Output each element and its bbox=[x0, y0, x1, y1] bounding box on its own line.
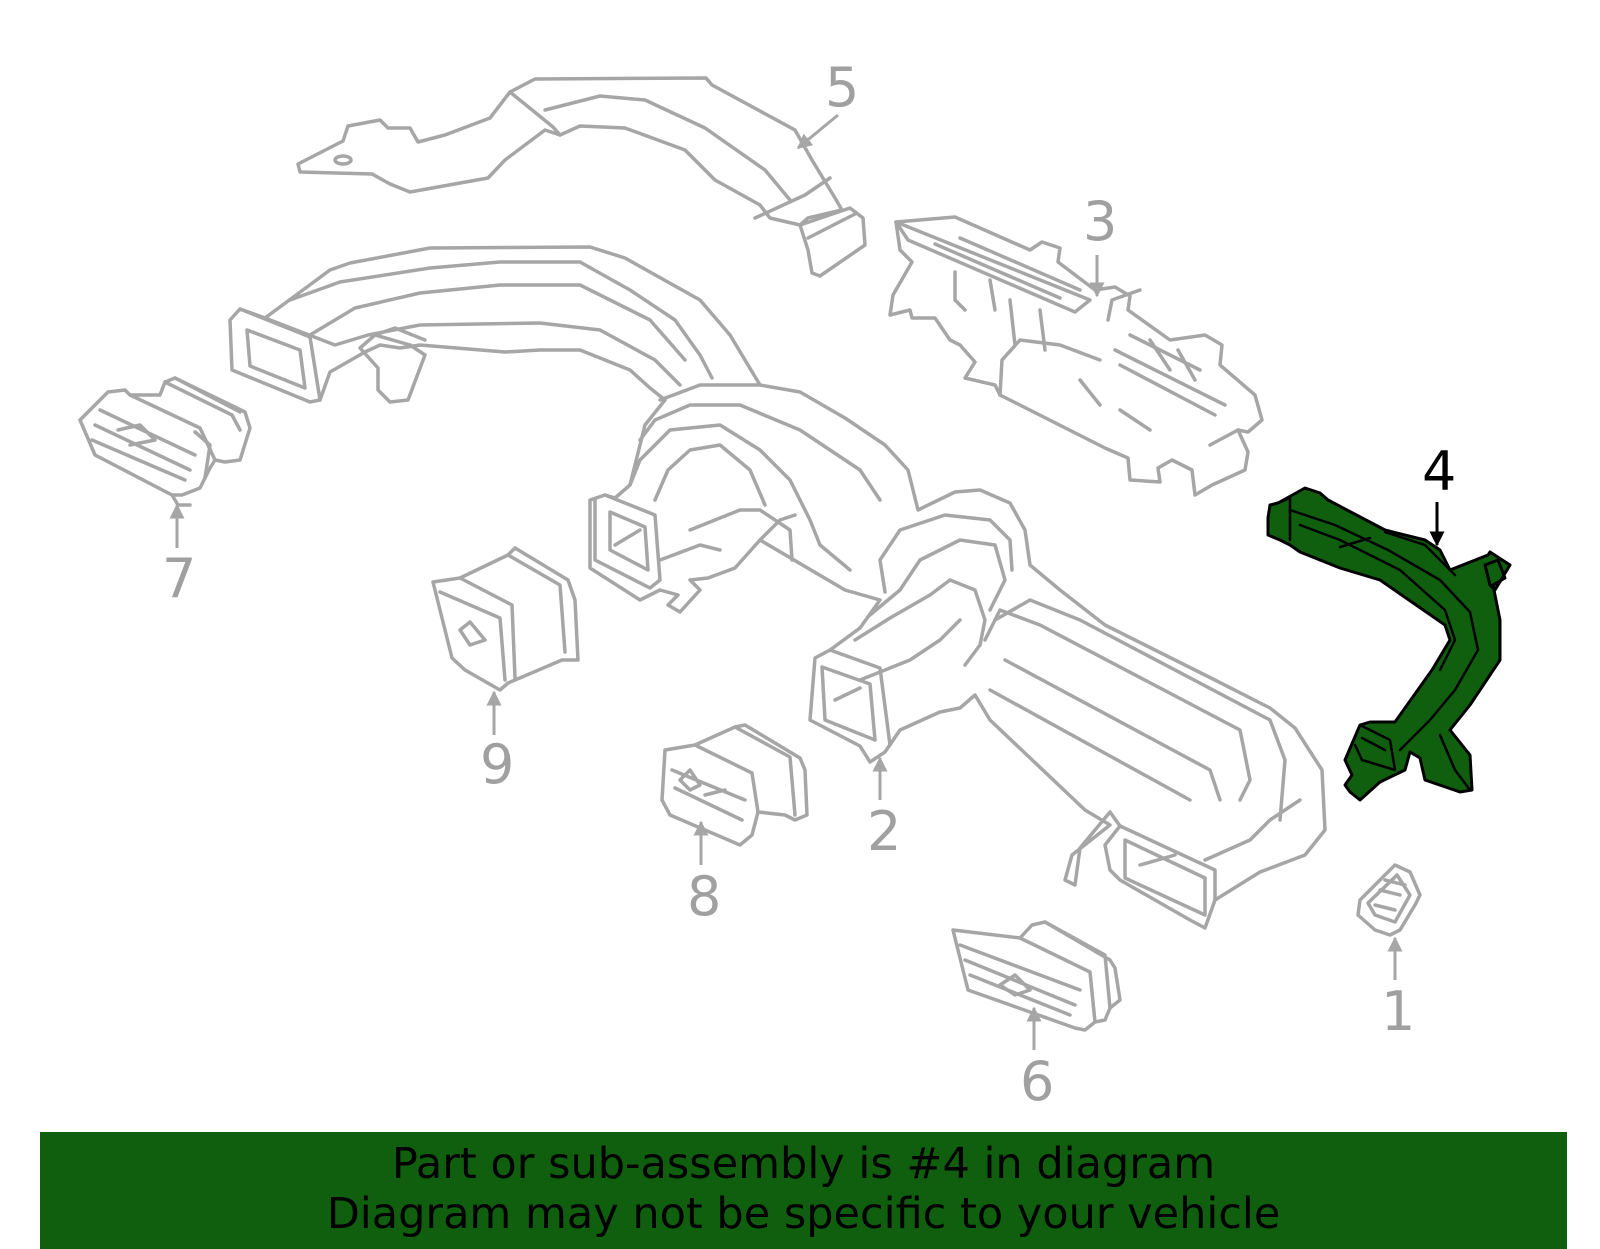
banner-line-disclaimer: Diagram may not be specific to your vehi… bbox=[326, 1189, 1281, 1239]
part-9-small-vent bbox=[431, 546, 580, 692]
part-2-main-duct bbox=[228, 245, 1327, 930]
leader-5 bbox=[796, 113, 839, 150]
callout-8: 8 bbox=[687, 865, 721, 928]
info-banner: Part or sub-assembly is #4 in diagram Di… bbox=[40, 1132, 1567, 1249]
callout-5: 5 bbox=[825, 56, 859, 119]
callout-3: 3 bbox=[1083, 190, 1117, 253]
callout-6: 6 bbox=[1020, 1050, 1054, 1113]
leader-lines bbox=[169, 113, 1445, 1050]
callout-9: 9 bbox=[480, 733, 514, 796]
part-5-duct bbox=[296, 76, 867, 278]
callout-4: 4 bbox=[1422, 440, 1456, 503]
part-1-side-vent bbox=[1356, 863, 1422, 937]
callout-2: 2 bbox=[867, 800, 901, 863]
part-7-left-vent bbox=[78, 376, 252, 507]
callout-1: 1 bbox=[1381, 980, 1415, 1043]
part-8-small-vent bbox=[660, 723, 809, 847]
part-3-housing bbox=[888, 215, 1264, 497]
part-6-lower-vent bbox=[951, 920, 1122, 1032]
banner-line-part: Part or sub-assembly is #4 in diagram bbox=[391, 1139, 1216, 1189]
callout-7: 7 bbox=[162, 547, 196, 610]
callouts: 5 3 4 7 9 2 8 6 1 bbox=[162, 56, 1456, 1113]
part-4-highlighted-duct bbox=[1266, 486, 1512, 802]
